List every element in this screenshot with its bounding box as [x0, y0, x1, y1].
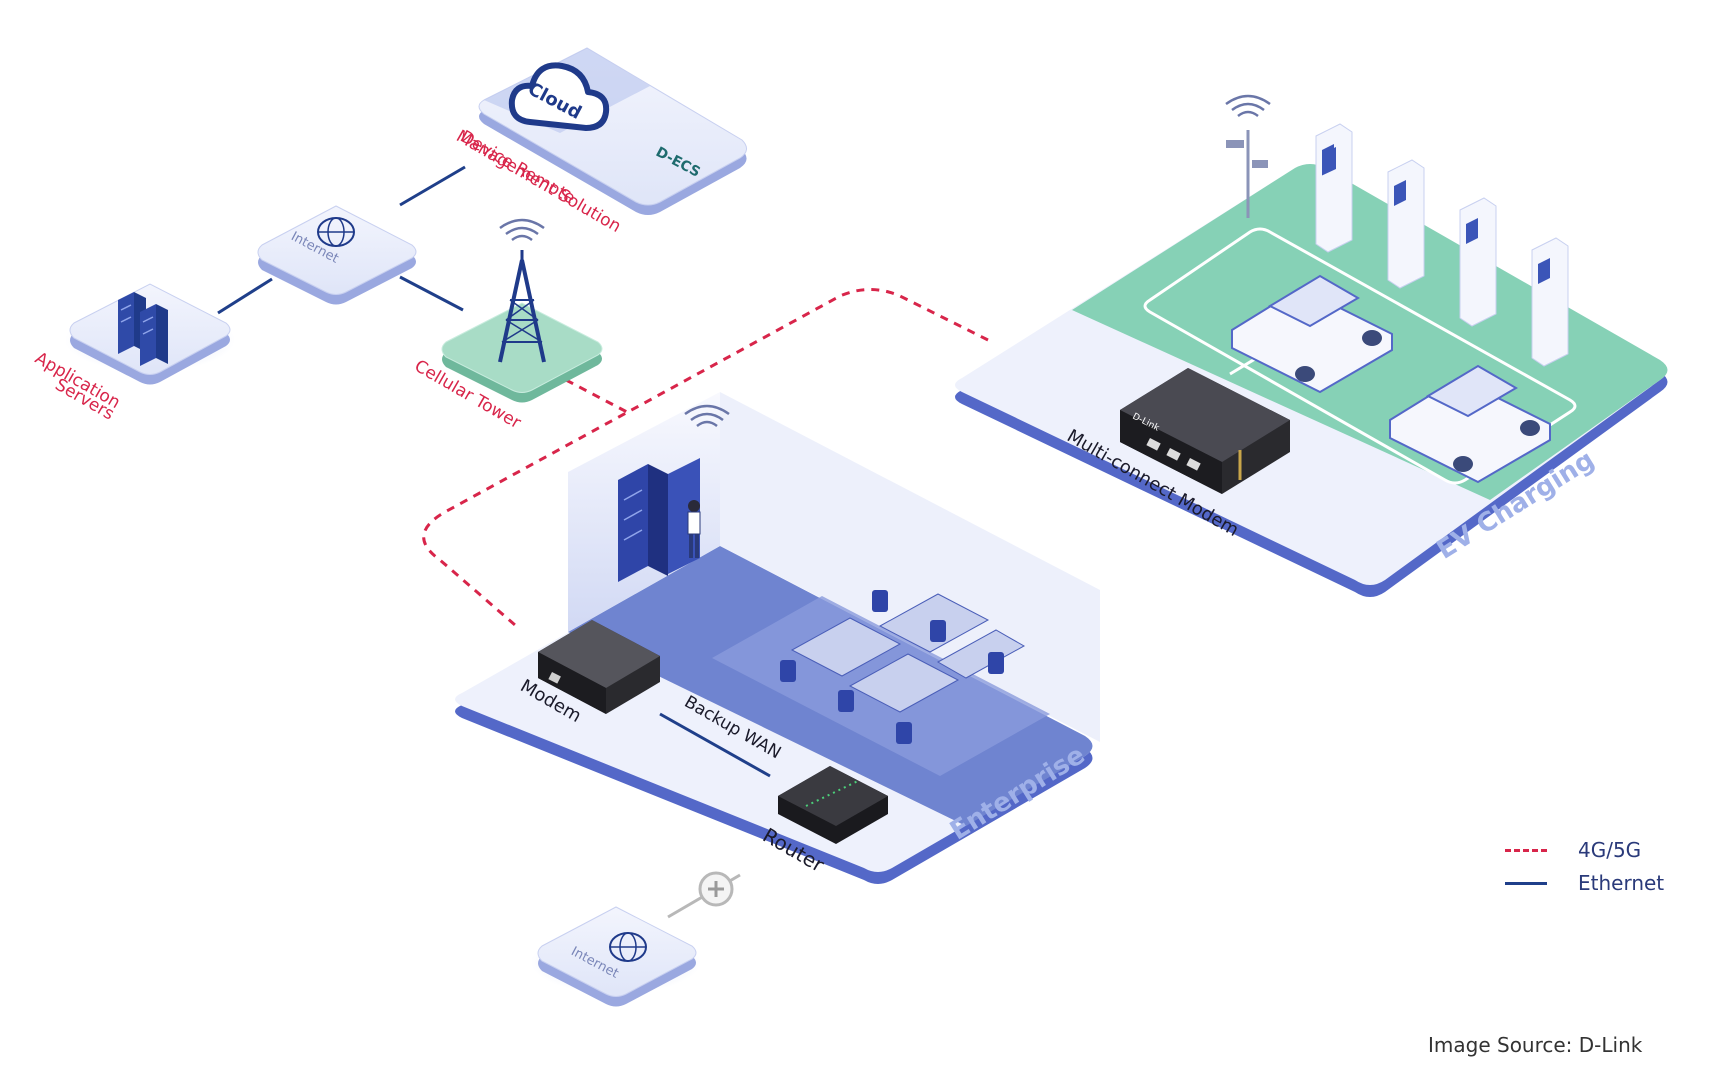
enterprise-wifi-icon	[684, 404, 730, 428]
enterprise-zone: Modem Backup WAN Router Enterprise	[455, 392, 1100, 884]
internet-bottom-node: Internet	[531, 906, 701, 1007]
camera-pole-icon	[1226, 130, 1268, 218]
router-device	[778, 766, 888, 844]
ev-charger-2	[1387, 159, 1425, 289]
legend-label-ethernet: Ethernet	[1578, 871, 1665, 895]
ethernet-link-internet-tower	[399, 275, 464, 312]
office-chairs	[780, 590, 1004, 744]
legend-item-cellular: 4G/5G	[1505, 838, 1705, 862]
cellular-link-tower-modem	[565, 378, 629, 418]
ev-charger-1	[1315, 123, 1353, 253]
server-rack-icon	[618, 458, 700, 582]
ethernet-link-internet-cloud	[399, 165, 466, 207]
engineer-figure	[687, 500, 701, 558]
tower-icon	[498, 250, 546, 363]
ev-charging-zone: D-Link Multi-connect Modem EV Charging	[955, 94, 1668, 597]
ev-wifi-icon	[1225, 94, 1271, 118]
legend-label-cellular: 4G/5G	[1578, 838, 1642, 862]
multi-connect-modem: D-Link	[1120, 368, 1290, 494]
car-1	[1231, 274, 1393, 394]
legend: 4G/5G Ethernet	[1505, 838, 1705, 908]
car-2	[1389, 364, 1551, 484]
cellular-tower-node: Cellular Tower	[411, 218, 603, 433]
charger-screens	[1322, 144, 1550, 284]
cloud-platform: Cloud D-ECS Device Remote Management Sol…	[453, 47, 747, 237]
legend-item-ethernet: Ethernet	[1505, 871, 1705, 895]
modem-device	[538, 620, 660, 714]
solid-line-icon	[1505, 882, 1547, 885]
connector-plus-icon	[698, 871, 734, 907]
globe-icon	[609, 932, 647, 962]
ev-charger-3	[1459, 197, 1497, 327]
backup-wan-line	[659, 712, 771, 778]
server-icon	[118, 292, 168, 366]
globe-icon	[317, 217, 355, 247]
image-source-credit: Image Source: D-Link	[1428, 1033, 1643, 1057]
internet-top-node: Internet	[256, 205, 417, 305]
wifi-signal-icon	[499, 218, 545, 242]
dashed-line-icon	[1505, 849, 1547, 852]
cloud-icon: Cloud	[508, 62, 610, 131]
application-servers-node: Application Servers	[31, 283, 235, 425]
ev-charger-4	[1531, 237, 1569, 367]
ethernet-link-servers-internet	[217, 277, 273, 315]
